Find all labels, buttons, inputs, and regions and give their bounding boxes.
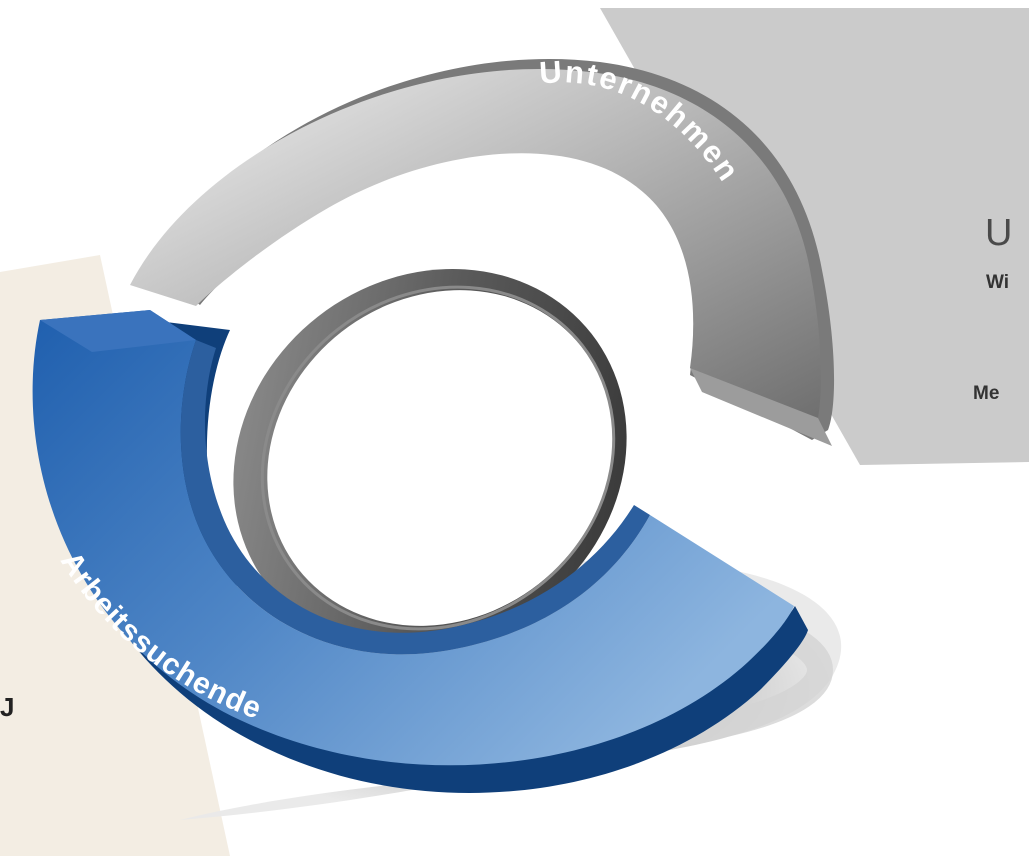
right-panel-line-2: Me (973, 383, 1000, 404)
blue-arc-end-face (40, 310, 196, 352)
gray-arc-top (130, 68, 821, 419)
inner-ring-lip (260, 285, 616, 631)
blue-arc-top (32, 310, 795, 766)
left-panel-text: J (0, 692, 14, 722)
inner-ring-hole (267, 290, 613, 626)
gray-arc-end-face (690, 368, 832, 446)
right-panel-heading: U (985, 212, 1013, 254)
right-panel-line-1: Wi (986, 272, 1010, 293)
